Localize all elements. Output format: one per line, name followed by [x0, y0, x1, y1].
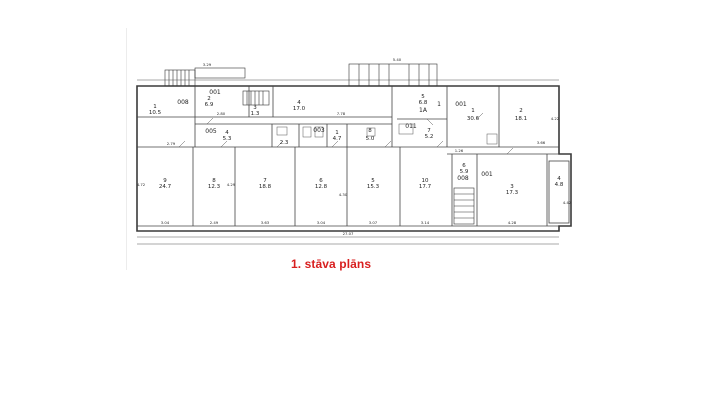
room-code: 001: [209, 89, 221, 96]
room-code: 001: [455, 101, 467, 108]
room-number: 8: [368, 128, 372, 134]
room-area: 6.9: [205, 102, 214, 108]
dimension: 4.30: [339, 192, 348, 197]
room-area: 5.2: [425, 134, 434, 140]
dimension: 3.04: [161, 220, 170, 225]
room-number: 3: [510, 184, 514, 190]
room-number: 9: [163, 178, 167, 184]
room-number: 1: [335, 130, 339, 136]
room-area: 30.6: [467, 116, 480, 122]
dimension: 2.79: [167, 141, 176, 146]
room-number: 6: [462, 163, 466, 169]
floor-plan-drawing: 1 10.5 2 6.9 3 1.3 4 17.0 4 5.3 2.3 1 4.…: [136, 57, 572, 245]
room-number: 4: [225, 130, 229, 136]
room-number: 4: [557, 176, 561, 182]
room-area: 18.8: [259, 184, 272, 190]
room-number: 8: [212, 178, 216, 184]
room-code: 008: [177, 99, 189, 106]
room-labels: 1 10.5 2 6.9 3 1.3 4 17.0 4 5.3 2.3 1 4.…: [149, 94, 564, 196]
room-number: 5: [371, 178, 375, 184]
room-area: 24.7: [159, 184, 172, 190]
room-number: 3: [253, 105, 257, 111]
room-area: 17.3: [506, 190, 519, 196]
room-area: 12.8: [315, 184, 328, 190]
room-code: 003: [313, 127, 325, 134]
floor-plan-scan: 1 10.5 2 6.9 3 1.3 4 17.0 4 5.3 2.3 1 4.…: [126, 28, 587, 270]
room-area: 10.5: [149, 110, 162, 116]
dimension: 7.78: [337, 111, 346, 116]
room-number: 1: [153, 104, 157, 110]
dimension: 3.66: [537, 140, 546, 145]
door-swings: [178, 112, 514, 155]
room-number: 7: [263, 178, 267, 184]
room-area: 5.0: [366, 136, 375, 142]
room-number: 6: [319, 178, 323, 184]
exterior-walls: [136, 85, 572, 232]
room-code: 005: [205, 128, 217, 135]
room-area: 4.8: [555, 182, 564, 188]
room-area: 2.3: [280, 140, 289, 146]
dimension-lines: [137, 79, 559, 245]
room-code: 1A: [419, 107, 428, 114]
room-area: 12.3: [208, 184, 221, 190]
room-area: 5.3: [223, 136, 232, 142]
dimension: 3.29: [203, 62, 212, 67]
room-area: 15.3: [367, 184, 380, 190]
room-number: 2: [519, 108, 523, 114]
room-area: 17.0: [293, 106, 306, 112]
dimension: 4.42: [563, 200, 572, 205]
room-number: 10: [422, 178, 429, 184]
dimension: 4.22: [551, 116, 560, 121]
dimension: 5.40: [393, 57, 402, 62]
dimension: 4.72: [137, 182, 146, 187]
dimension: 1.26: [455, 148, 464, 153]
room-code: 008: [457, 175, 469, 182]
room-code: 001: [481, 171, 493, 178]
room-number: 4: [297, 100, 301, 106]
dimension: 2.80: [217, 111, 226, 116]
dimension: 2.49: [210, 220, 219, 225]
room-number: 1: [471, 108, 475, 114]
room-area: 1.3: [251, 111, 260, 117]
room-area: 18.1: [515, 116, 527, 122]
dimension: 4.28: [508, 220, 517, 225]
dimension: 3.07: [369, 220, 378, 225]
fixtures: [276, 123, 498, 145]
stairs-north: [164, 63, 475, 225]
room-area: 6.8: [419, 100, 428, 106]
room-area: 5.9: [460, 169, 469, 175]
dimension: 27.07: [343, 231, 354, 236]
floor-plan-caption: 1. stāva plāns: [291, 257, 372, 271]
dimension: 3.04: [317, 220, 326, 225]
room-code: 1: [437, 101, 441, 108]
room-area: 4.7: [333, 136, 342, 142]
room-number: 2: [207, 96, 211, 102]
interior-walls: [137, 86, 570, 227]
room-number: 5: [421, 94, 425, 100]
dimension-labels: 27.07 3.04 2.49 3.63 3.04 3.07 3.14 4.28…: [137, 57, 572, 236]
room-area: 17.7: [419, 184, 432, 190]
dimension: 3.14: [421, 220, 430, 225]
room-number: 7: [427, 128, 431, 134]
dimension: 4.29: [227, 182, 236, 187]
dimension: 3.63: [261, 220, 270, 225]
room-code: 011: [405, 123, 417, 130]
room-codes: 008 001 005 003 011 1A 1 008 001 001: [177, 89, 493, 182]
